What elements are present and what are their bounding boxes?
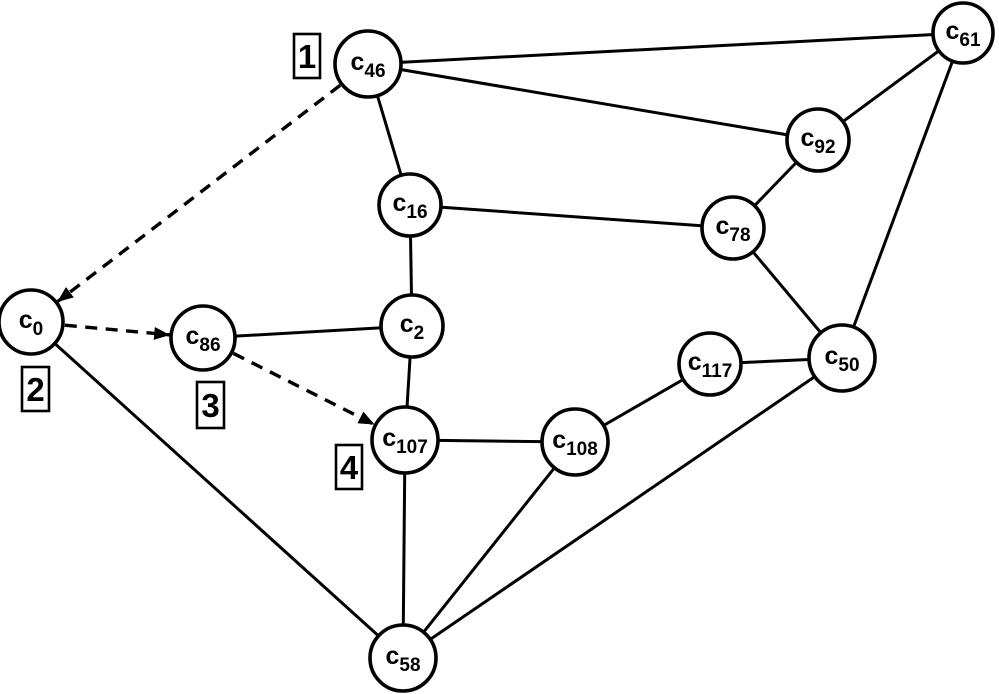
node-label-c16: c16 [392, 189, 427, 223]
node-circle-c16 [377, 172, 443, 238]
node-c16: c16 [377, 172, 443, 238]
node-label-c86: c86 [185, 322, 220, 356]
node-label-c92: c92 [800, 124, 835, 158]
edge-c0-c58 [29, 320, 405, 660]
node-label-c2: c2 [400, 310, 424, 344]
node-c92: c92 [785, 107, 851, 173]
node-circle-c0 [0, 288, 65, 356]
node-c107: c107 [370, 405, 440, 475]
node-circle-c2 [379, 293, 445, 359]
step-label-3: 3 [201, 387, 219, 424]
step-box-4 [334, 443, 364, 491]
node-circle-c46 [333, 29, 403, 99]
node-circle-c61 [931, 1, 995, 65]
edge-c107-c58 [401, 439, 407, 659]
node-label-c108: c108 [552, 426, 598, 460]
node-c0: c0 [0, 288, 65, 356]
node-circle-c107 [370, 405, 440, 475]
node-c78: c78 [700, 195, 766, 261]
node-circle-c50 [807, 323, 877, 393]
dashed-arrow-c46-c0 [56, 83, 342, 304]
dashed-arrow-c0-c86 [64, 323, 171, 340]
node-c108: c108 [540, 407, 610, 477]
node-label-c58: c58 [385, 642, 420, 676]
edge-c2-c86 [202, 324, 413, 340]
edge-c16-c78 [409, 203, 734, 230]
node-circle-c92 [785, 107, 851, 173]
step-marker-3: 3 [195, 380, 226, 430]
node-circle-c58 [368, 623, 438, 693]
node-c117: c117 [677, 331, 743, 397]
step-label-2: 2 [26, 371, 44, 408]
step-box-1 [292, 32, 322, 80]
step-marker-4: 4 [334, 443, 364, 491]
step-marker-2: 2 [20, 365, 51, 413]
node-c61: c61 [931, 1, 995, 65]
node-circle-c117 [677, 331, 743, 397]
step-box-2 [20, 365, 51, 413]
step-label-4: 4 [340, 449, 359, 486]
edge-c61-c50 [840, 32, 965, 359]
step-box-3 [195, 380, 226, 430]
edge-c46-c61 [367, 31, 964, 66]
edge-c108-c58 [401, 441, 577, 659]
dashed-arrow-c86-c107 [232, 351, 376, 427]
node-label-c117: c117 [688, 348, 733, 382]
edge-c46-c92 [367, 62, 819, 142]
node-c86: c86 [169, 304, 237, 372]
node-circle-c78 [700, 195, 766, 261]
node-label-c107: c107 [382, 424, 428, 458]
node-label-c78: c78 [715, 212, 750, 246]
node-label-c50: c50 [824, 342, 859, 376]
node-label-c0: c0 [19, 306, 43, 340]
edge-c50-c58 [402, 356, 843, 660]
node-label-c61: c61 [945, 17, 980, 51]
step-label-1: 1 [298, 38, 316, 75]
node-c58: c58 [368, 623, 438, 693]
node-label-c46: c46 [350, 48, 385, 82]
node-circle-c108 [540, 407, 610, 477]
node-c2: c2 [379, 293, 445, 359]
node-c50: c50 [807, 323, 877, 393]
node-c46: c46 [333, 29, 403, 99]
node-circle-c86 [169, 304, 237, 372]
step-marker-1: 1 [292, 32, 322, 80]
